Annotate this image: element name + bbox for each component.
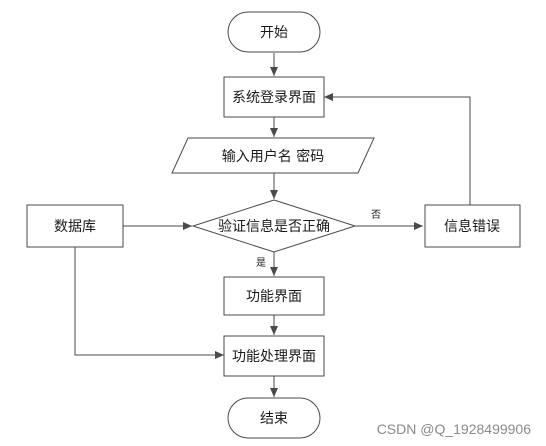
start-label: 开始 xyxy=(260,25,288,41)
database-process-shape xyxy=(26,204,124,248)
edge-database-to-process xyxy=(74,247,224,359)
edges xyxy=(74,53,471,397)
node-input: 输入用户名 密码 xyxy=(171,137,375,174)
error-process-shape xyxy=(424,204,521,248)
end-label: 结束 xyxy=(260,411,288,427)
node-end: 结束 xyxy=(227,397,321,439)
node-error: 信息错误 xyxy=(424,204,521,248)
function-process-shape xyxy=(223,276,325,316)
login-process-shape xyxy=(223,76,325,118)
start-terminal-shape xyxy=(227,11,321,53)
node-verify: 验证信息是否正确 xyxy=(191,199,357,253)
process-process-shape xyxy=(223,335,325,377)
input-label: 输入用户名 密码 xyxy=(222,148,324,165)
database-label: 数据库 xyxy=(54,219,96,235)
edge-label-no: 否 xyxy=(371,209,381,221)
node-database: 数据库 xyxy=(26,204,124,248)
input-io-shape xyxy=(171,137,375,174)
node-process: 功能处理界面 xyxy=(223,335,325,377)
watermark-text: CSDN @Q_1928499906 xyxy=(377,421,532,437)
edge-error-to-login xyxy=(324,93,471,205)
login-label: 系统登录界面 xyxy=(232,90,316,106)
verify-label: 验证信息是否正确 xyxy=(218,218,330,235)
end-terminal-shape xyxy=(227,397,321,439)
verify-decision-shape xyxy=(191,199,357,253)
error-label: 信息错误 xyxy=(444,218,500,235)
node-function: 功能界面 xyxy=(223,276,325,316)
function-label: 功能界面 xyxy=(246,289,302,305)
edge-label-yes: 是 xyxy=(256,257,266,269)
node-login: 系统登录界面 xyxy=(223,76,325,118)
process-label: 功能处理界面 xyxy=(232,349,316,365)
node-start: 开始 xyxy=(227,11,321,53)
